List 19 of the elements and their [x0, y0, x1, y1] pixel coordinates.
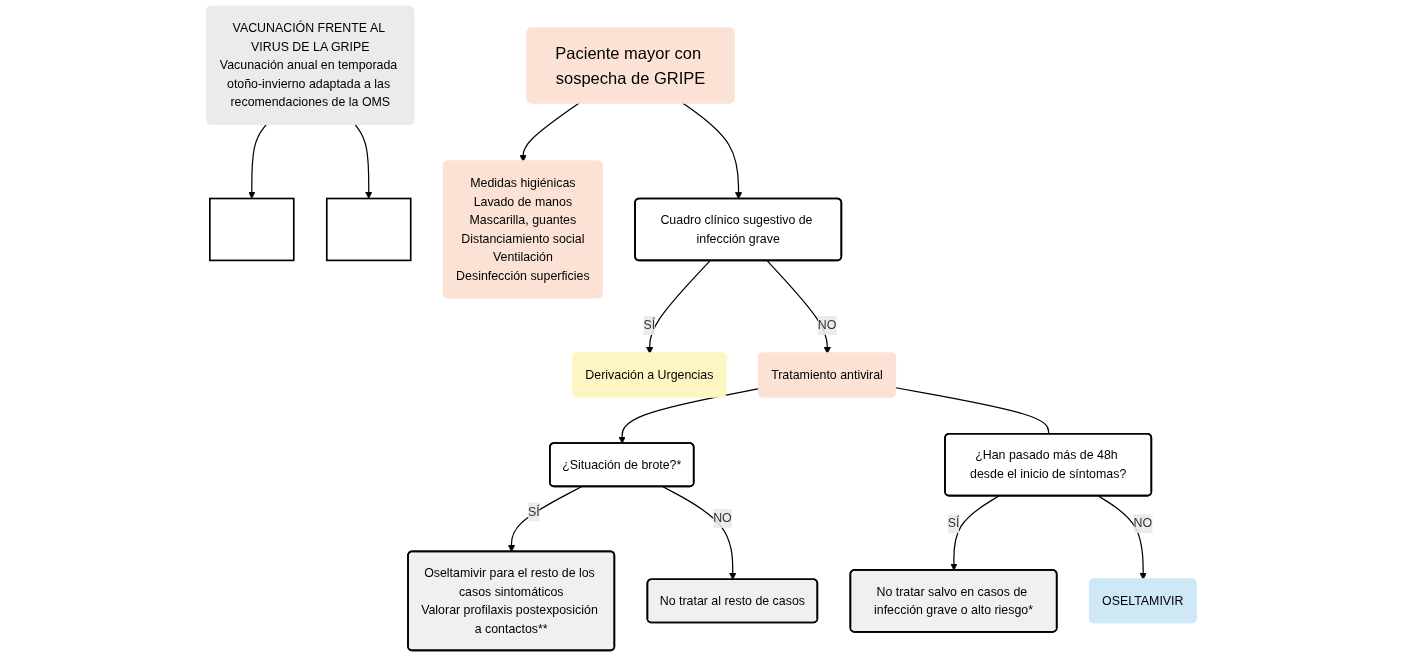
- node-box: [325, 197, 412, 262]
- edge-label: SÍ: [527, 504, 540, 519]
- arrow: [507, 486, 583, 553]
- arrow: [662, 486, 737, 580]
- arrow: [766, 260, 831, 354]
- arrow: [682, 102, 743, 200]
- arrow: [950, 495, 1000, 571]
- arrow: [519, 102, 580, 163]
- edge-label: NO: [1133, 515, 1153, 530]
- edge-label: SÍ: [947, 515, 960, 530]
- edge-label: NO: [713, 510, 732, 525]
- node-box: [209, 197, 295, 262]
- edge-label: NO: [817, 317, 837, 332]
- connector: [895, 387, 1050, 435]
- arrow: [646, 260, 711, 354]
- arrow: [248, 124, 267, 199]
- arrow: [354, 124, 373, 199]
- edge-label: SÍ: [643, 317, 656, 332]
- arrow: [1097, 495, 1147, 580]
